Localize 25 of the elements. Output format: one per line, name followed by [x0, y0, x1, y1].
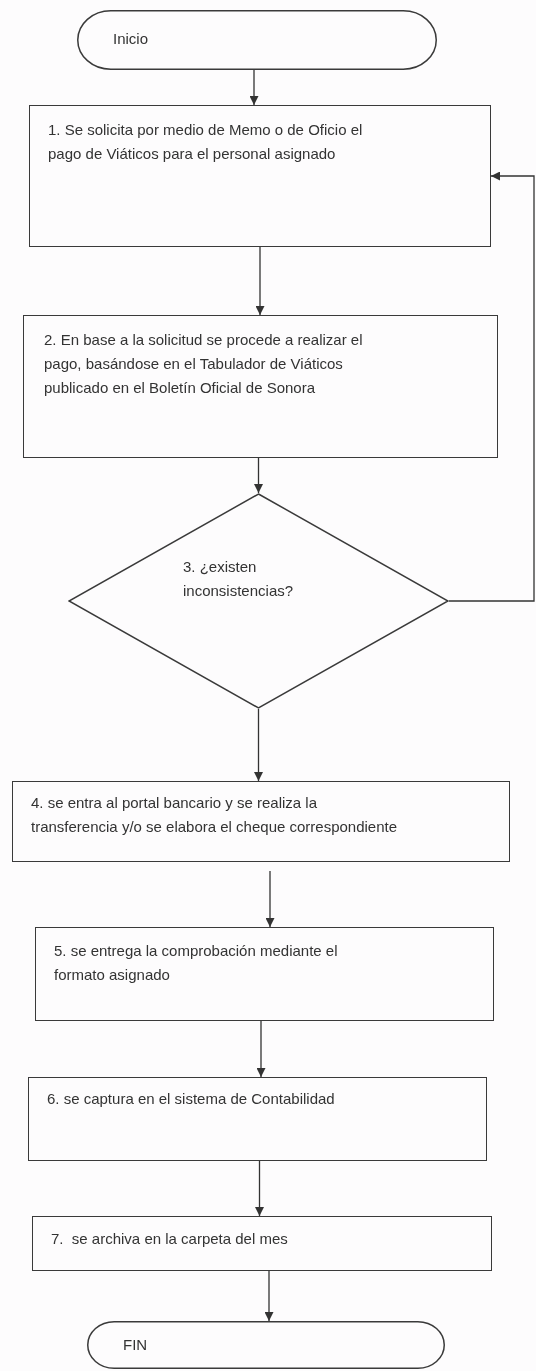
arrow: [254, 457, 263, 494]
step-text: 2. En base a la solicitud se procede a realizar el pago, basándose en el Tabulador de Viáticos publicado en el Boletín Oficial de Sonora: [44, 330, 364, 398]
step-text: 6. se captura en el sistema de Contabilidad: [47, 1089, 336, 1109]
process-box: [23, 315, 498, 458]
arrow: [255, 1160, 264, 1217]
process-box: [35, 927, 494, 1021]
arrow: [448, 171, 535, 602]
arrow: [255, 246, 265, 316]
step-text: Inicio: [113, 29, 150, 49]
arrow: [264, 1270, 274, 1322]
decision-diamond: [68, 493, 449, 709]
process-box: [29, 105, 491, 247]
arrow: [265, 870, 275, 928]
process-box: [28, 1077, 487, 1161]
arrow: [256, 1020, 266, 1078]
step-text: 1. Se solicita por medio de Memo o de Oficio el pago de Viáticos para el personal asignado: [48, 120, 364, 164]
arrow: [249, 69, 259, 106]
step-text: 4. se entra al portal bancario y se realiza la transferencia y/o se elabora el cheque correspondiente: [31, 793, 399, 837]
decision-text: 3. ¿existen inconsistencias?: [183, 557, 295, 601]
process-box: [32, 1216, 492, 1271]
step-text: 7. se archiva en la carpeta del mes: [51, 1229, 289, 1249]
step-text: 5. se entrega la comprobación mediante el formato asignado: [54, 941, 339, 985]
arrow: [254, 708, 263, 782]
process-box: [12, 781, 510, 862]
step-text: FIN: [123, 1335, 149, 1355]
